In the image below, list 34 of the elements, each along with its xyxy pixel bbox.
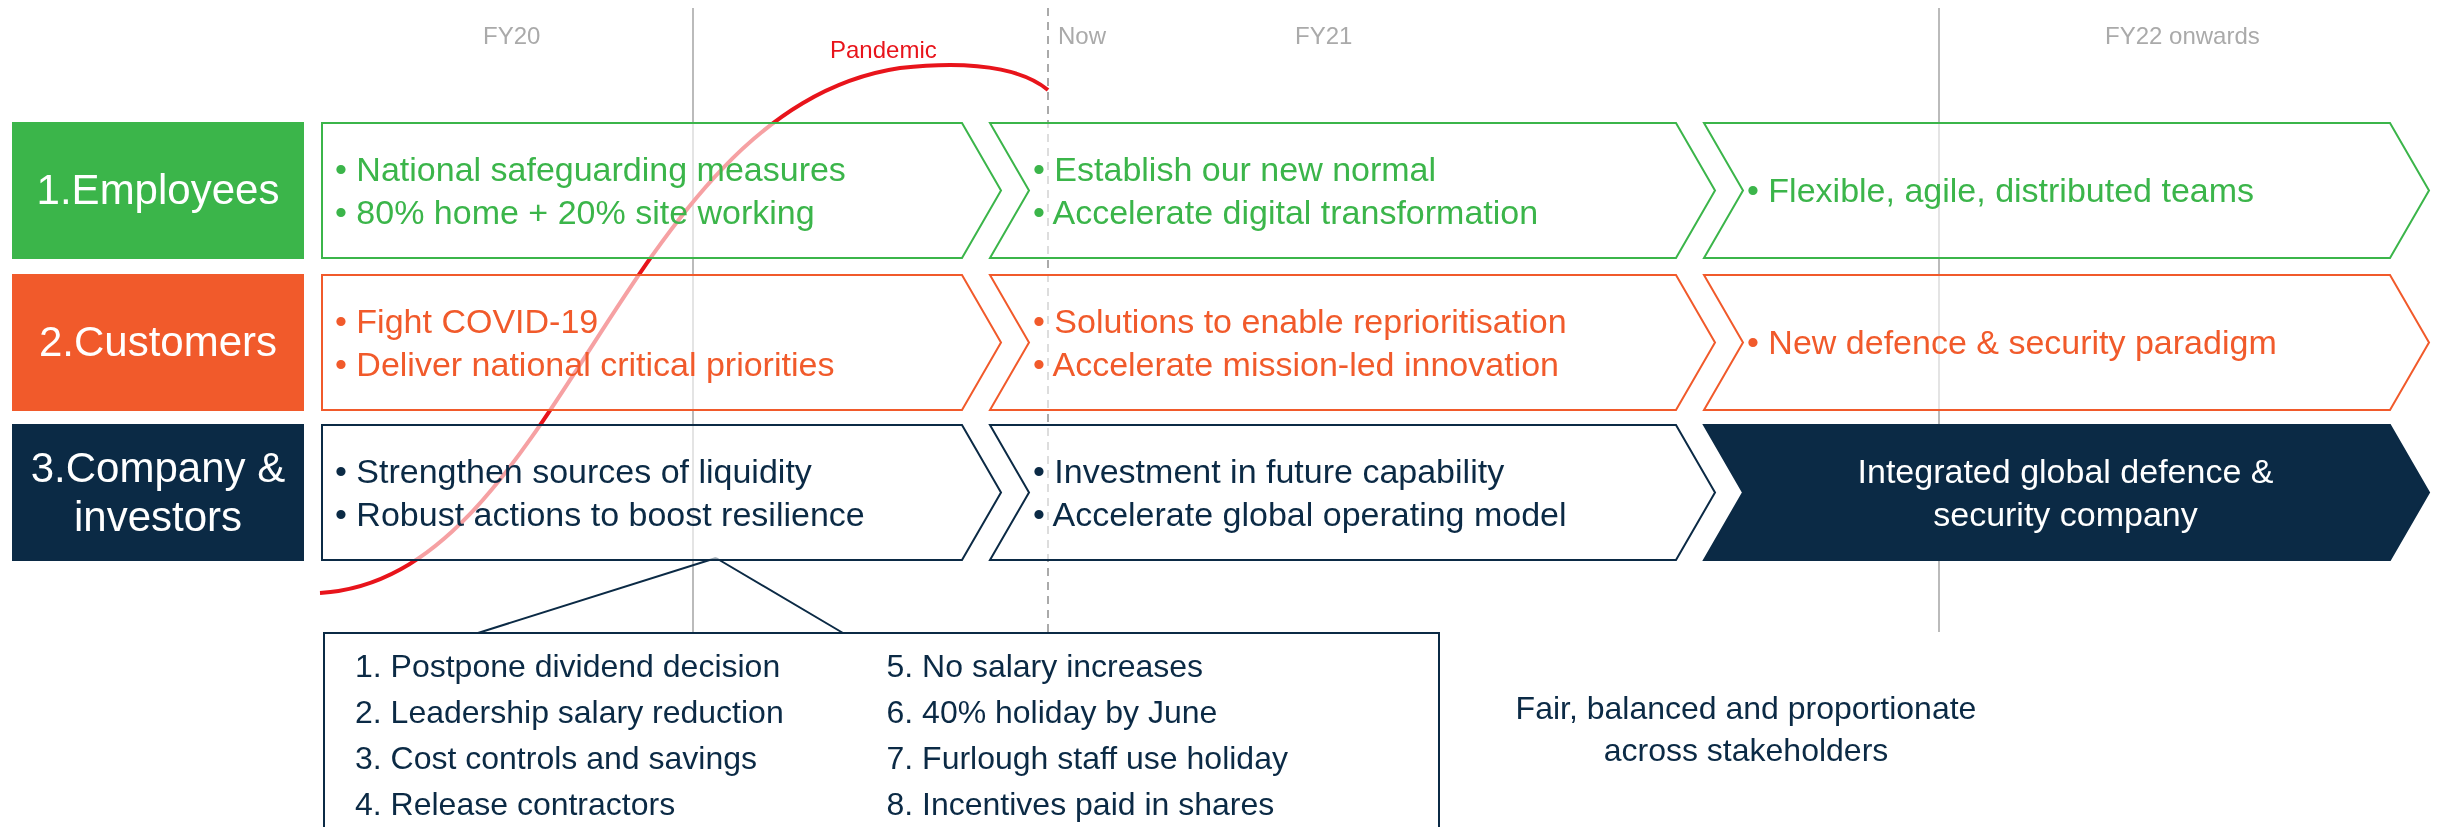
callout-pointer (477, 557, 844, 634)
row-header: 3.Company & investors (12, 424, 304, 561)
bullet-text: • Accelerate global operating model (1033, 493, 1568, 535)
bullet-text: • Fight COVID-19 (335, 301, 600, 342)
list-item: 8. Incentives paid in shares (886, 785, 1276, 824)
bullet-text: • 80% home + 20% site working (335, 191, 816, 233)
now-label: Now (1058, 22, 1106, 50)
bullet-text: • New defence & security paradigm (1747, 322, 2278, 364)
bullet-text: • Accelerate digital transformation (1033, 191, 1540, 233)
bullet-text: • Establish our new normal (1033, 149, 1438, 190)
period-label: FY22 onwards (2105, 22, 2260, 50)
bullet-text: • Flexible, agile, distributed teams (1747, 170, 2256, 212)
bullet-text: • Accelerate mission-led innovation (1033, 343, 1560, 385)
bullet-text: • National safeguarding measures (335, 149, 847, 190)
bullet-text: • Robust actions to boost resilience (335, 493, 866, 535)
note-text: Fair, balanced and proportionate across stakeholders (1514, 689, 1978, 770)
list-item: 4. Release contractors (355, 785, 677, 824)
row-header: 2.Customers (12, 274, 304, 411)
list-item: 7. Furlough staff use holiday (886, 739, 1289, 778)
curve-label: Pandemic (830, 36, 937, 64)
bullet-text: • Deliver national critical priorities (335, 343, 836, 385)
period-label: FY21 (1295, 22, 1353, 50)
bullet-text: • Investment in future capability (1033, 451, 1506, 492)
list-item: 6. 40% holiday by June (886, 693, 1219, 732)
row-header: 1.Employees (12, 122, 304, 259)
bullet-text: • Solutions to enable reprioritisation (1033, 301, 1568, 342)
list-item: 5. No salary increases (886, 647, 1205, 686)
period-label: FY20 (483, 22, 541, 50)
list-item: 3. Cost controls and savings (355, 739, 758, 778)
goal-text: Integrated global defence & security company (1856, 451, 2275, 535)
list-item: 1. Postpone dividend decision (355, 647, 782, 686)
bullet-text: • Strengthen sources of liquidity (335, 451, 813, 492)
callout-box (323, 632, 1440, 827)
list-item: 2. Leadership salary reduction (355, 693, 785, 732)
